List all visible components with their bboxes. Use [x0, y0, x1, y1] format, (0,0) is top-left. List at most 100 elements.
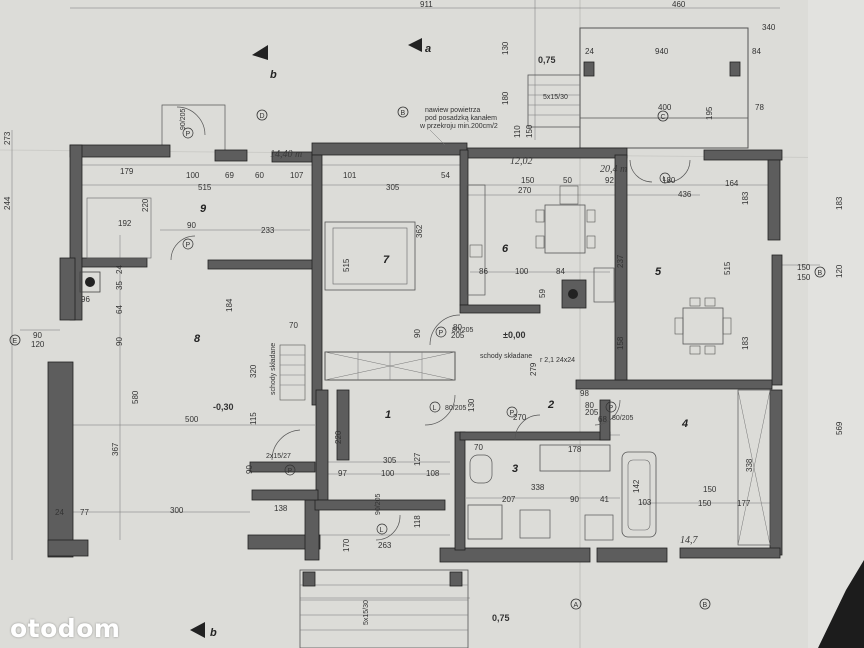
dimension: 130	[501, 41, 510, 55]
dimension: 207	[502, 495, 516, 504]
door-labels: P P P P P P L L L 80/205 80/205 80/205 9…	[180, 108, 671, 535]
handwritten-area: 14,7	[680, 535, 699, 546]
dimension: 78	[755, 103, 764, 112]
dimension: 98	[580, 389, 589, 398]
porch-top-left	[161, 104, 226, 150]
room-number: 5	[655, 266, 662, 278]
dimension: 54	[441, 171, 450, 180]
dimension: 84	[752, 47, 761, 56]
dimension: 100	[186, 171, 200, 180]
vent-note-line: w przekroju min.200cm/2	[419, 123, 498, 130]
dimension-lines	[11, 0, 820, 599]
dimension: 177	[737, 499, 751, 508]
dimensions-left: 244 273 90 120	[3, 131, 45, 349]
dimensions-top: 911 460 940 400 340 24 84 78 130 180 150…	[420, 0, 776, 138]
dimension: 183	[741, 191, 750, 205]
dimension: 142	[632, 479, 641, 493]
dimension: 338	[745, 458, 754, 472]
level-marks: ±0,00 -0,30 0,75 0,75	[213, 55, 556, 623]
section-label-b-bottom: b	[210, 627, 217, 639]
dimension: 180	[501, 91, 510, 105]
dimension: 183	[835, 196, 844, 210]
dimension: 35	[115, 281, 124, 290]
dimension: 436	[678, 190, 692, 199]
door-label: P	[439, 330, 444, 337]
dimension: 100	[515, 267, 529, 276]
dimension: 90	[245, 465, 254, 474]
dimension: 41	[600, 495, 609, 504]
dimension: 68	[598, 415, 607, 424]
room-number: 6	[502, 243, 509, 255]
door-label: P	[288, 468, 293, 475]
notes: nawiew powietrza pod posadzką kanałem w …	[270, 94, 699, 625]
dimension: 108	[426, 469, 440, 478]
dimension: 80	[585, 401, 594, 410]
dimension: 515	[342, 258, 351, 272]
dimension: 90	[187, 221, 196, 230]
dimension: 178	[568, 445, 582, 454]
axis-a: A	[574, 602, 579, 609]
folding-stairs-label: schody składane	[270, 343, 277, 395]
dimension: 515	[723, 261, 732, 275]
dimensions-room-2: 80 205 270 130 80 205 98 68	[451, 323, 607, 424]
room-number: 7	[383, 254, 390, 266]
terrace-top	[527, 27, 749, 149]
level-entry: -0,30	[213, 402, 234, 412]
room-numbers: 1 2 3 4 5 6 7 8 9	[194, 203, 688, 475]
door-label: L	[663, 176, 667, 183]
dimension: 103	[638, 498, 652, 507]
room-number: 9	[200, 203, 207, 215]
dimension: 279	[529, 362, 538, 376]
dimensions-row-2: 515 270	[198, 183, 532, 195]
furniture	[79, 184, 771, 546]
dimensions-room-5: 515 150 150 120 183 183	[723, 196, 844, 350]
door-label: L	[380, 527, 384, 534]
dimension: 86	[479, 267, 488, 276]
stairs-bottom-label: 5x15/30	[363, 600, 370, 625]
room-number: 1	[385, 409, 391, 421]
door-dimension: 90/205	[375, 493, 382, 515]
dimension: 150	[797, 273, 811, 282]
dimension: 24	[585, 47, 594, 56]
dimension: 170	[342, 538, 351, 552]
axis-markers: D B C E B A B	[9, 106, 826, 610]
dimension: 84	[556, 267, 565, 276]
door-dimension: 2x15/27	[266, 453, 291, 460]
folding-stairs-right-label: schody składane	[480, 353, 532, 360]
dimension: 244	[3, 196, 12, 210]
door-label: P	[510, 410, 515, 417]
door-dimension: 80/205	[612, 415, 634, 422]
dimension: 500	[185, 415, 199, 424]
dimension: 150	[797, 263, 811, 272]
dimension: 120	[835, 264, 844, 278]
door-dimension: 90/205	[180, 108, 187, 130]
dimension: 150	[703, 485, 717, 494]
dimension: 80	[453, 323, 462, 332]
vent-note-line: pod posadzką kanałem	[425, 115, 497, 122]
dimension: 107	[290, 171, 304, 180]
dimension: 60	[255, 171, 264, 180]
dimension: 515	[198, 183, 212, 192]
dimension: 118	[413, 515, 422, 528]
dimensions-room-3: 70 178 338 207 90 41 103 142 150	[474, 443, 712, 508]
door-label: L	[433, 405, 437, 412]
room-number: 4	[681, 418, 688, 430]
dimension: 24	[115, 265, 124, 274]
door-swings	[170, 106, 691, 541]
level-main: ±0,00	[503, 330, 525, 340]
handwritten-area: 20,4 m	[600, 164, 627, 175]
dimension: 90	[570, 495, 579, 504]
door-label: P	[609, 405, 614, 412]
axis-b-top: B	[401, 110, 406, 117]
level-bottom-terrace: 0,75	[492, 613, 510, 623]
dimension: 400	[658, 103, 672, 112]
dimension: 69	[225, 171, 234, 180]
dimensions-room-4: 338 150 177 569	[703, 421, 844, 508]
section-marker-b-bottom: b	[190, 622, 217, 639]
dimension: 205	[451, 331, 465, 340]
room-number: 3	[512, 463, 518, 475]
dimension: 90	[33, 331, 42, 340]
dimension: 367	[111, 442, 120, 456]
